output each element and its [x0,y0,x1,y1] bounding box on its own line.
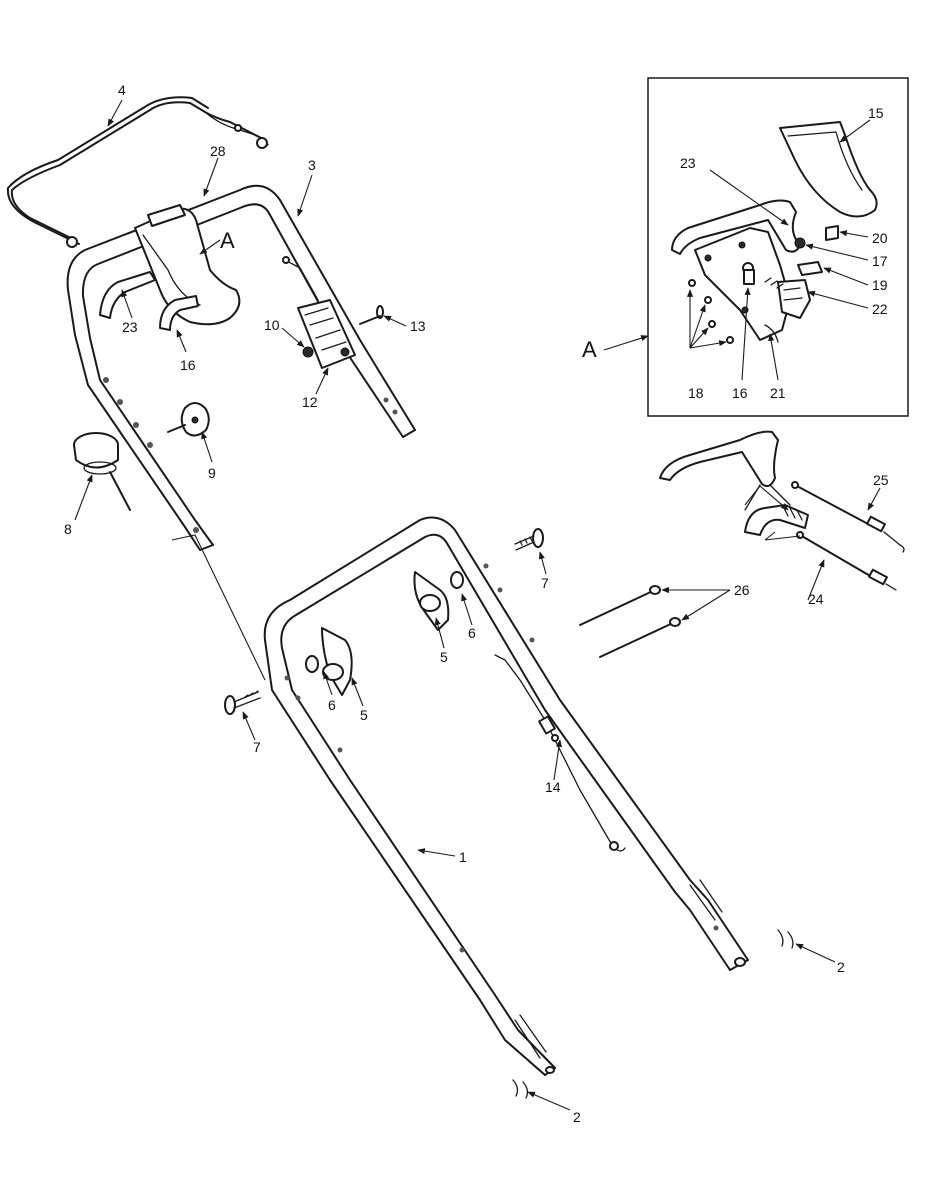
callout-23-inset: 23 [680,155,696,171]
callout-10: 10 [264,317,280,333]
callout-18: 18 [688,385,704,401]
callout-12: 12 [302,394,318,410]
clip-part-21 [764,324,779,343]
callout-2-right: 2 [837,959,845,975]
callout-13: 13 [410,318,426,334]
callout-6-left: 6 [328,697,336,713]
callout-4: 4 [118,82,126,98]
knob-part-9 [167,402,210,437]
bracket-part-20 [825,225,839,241]
bolt-part-13 [359,305,384,325]
callout-5-right: 5 [440,649,448,665]
callout-21: 21 [770,385,786,401]
wing-knob-part-5-left [321,627,353,696]
knob-part-8 [73,432,131,511]
clip-part-19 [797,261,823,276]
cable-part-24 [796,531,897,591]
callout-2-bottom: 2 [573,1109,581,1125]
lever-part-16-inset [743,269,755,285]
callout-22: 22 [872,301,888,317]
carriage-bolt-part-7-left [224,690,261,715]
callout-14: 14 [545,779,561,795]
callout-19: 19 [872,277,888,293]
upper-handle-part-3 [66,184,416,551]
callout-detail-a-main: A [220,228,235,253]
callout-16-upper: 16 [180,357,196,373]
spring-part-17 [794,237,806,249]
callout-detail-a-inset: A [582,337,597,362]
callout-23-upper: 23 [122,319,138,335]
cable-part-14 [494,654,626,852]
deflector-part-15 [779,121,878,218]
callout-25: 25 [873,472,889,488]
callout-5-left: 5 [360,707,368,723]
lever-assembly-right [659,430,809,536]
callout-17: 17 [872,253,888,269]
callout-26: 26 [734,582,750,598]
callout-9: 9 [208,465,216,481]
cable-part-25 [791,481,905,553]
lever-part-23-inset [671,199,801,255]
callout-7-left: 7 [253,739,261,755]
detail-a-inset-frame [647,77,909,417]
nut-part-10 [302,346,314,358]
screws-part-18 [688,279,734,344]
callout-16-inset: 16 [732,385,748,401]
callout-3: 3 [308,157,316,173]
callout-1: 1 [459,849,467,865]
callout-15: 15 [868,105,884,121]
cable-guide-part-12 [282,256,356,369]
washer-part-6-left [305,655,319,673]
callout-labels: 4 28 3 A 23 16 10 13 12 9 8 7 6 5 5 6 7 … [64,82,889,1125]
callout-6-right: 6 [468,625,476,641]
lever-part-23-upper [99,271,156,319]
callout-28: 28 [210,143,226,159]
pawl-part-22 [764,277,811,319]
callout-8: 8 [64,521,72,537]
control-plate-inset [694,227,791,341]
control-housing-part-28 [134,204,241,326]
washer-part-6-right [450,571,464,589]
lower-handle-part-1 [263,516,749,1076]
callout-7-right: 7 [541,575,549,591]
rod-part-26 [579,585,681,658]
callout-24: 24 [808,591,824,607]
wing-knob-part-5-right [413,571,450,631]
pin-part-2-right [777,929,794,949]
carriage-bolt-part-7-right [514,528,544,551]
control-bail-part-4 [6,96,269,248]
pin-part-2-bottom [512,1079,529,1099]
callout-20: 20 [872,230,888,246]
leader-lines [74,99,881,1111]
lever-part-16-upper [159,295,199,331]
